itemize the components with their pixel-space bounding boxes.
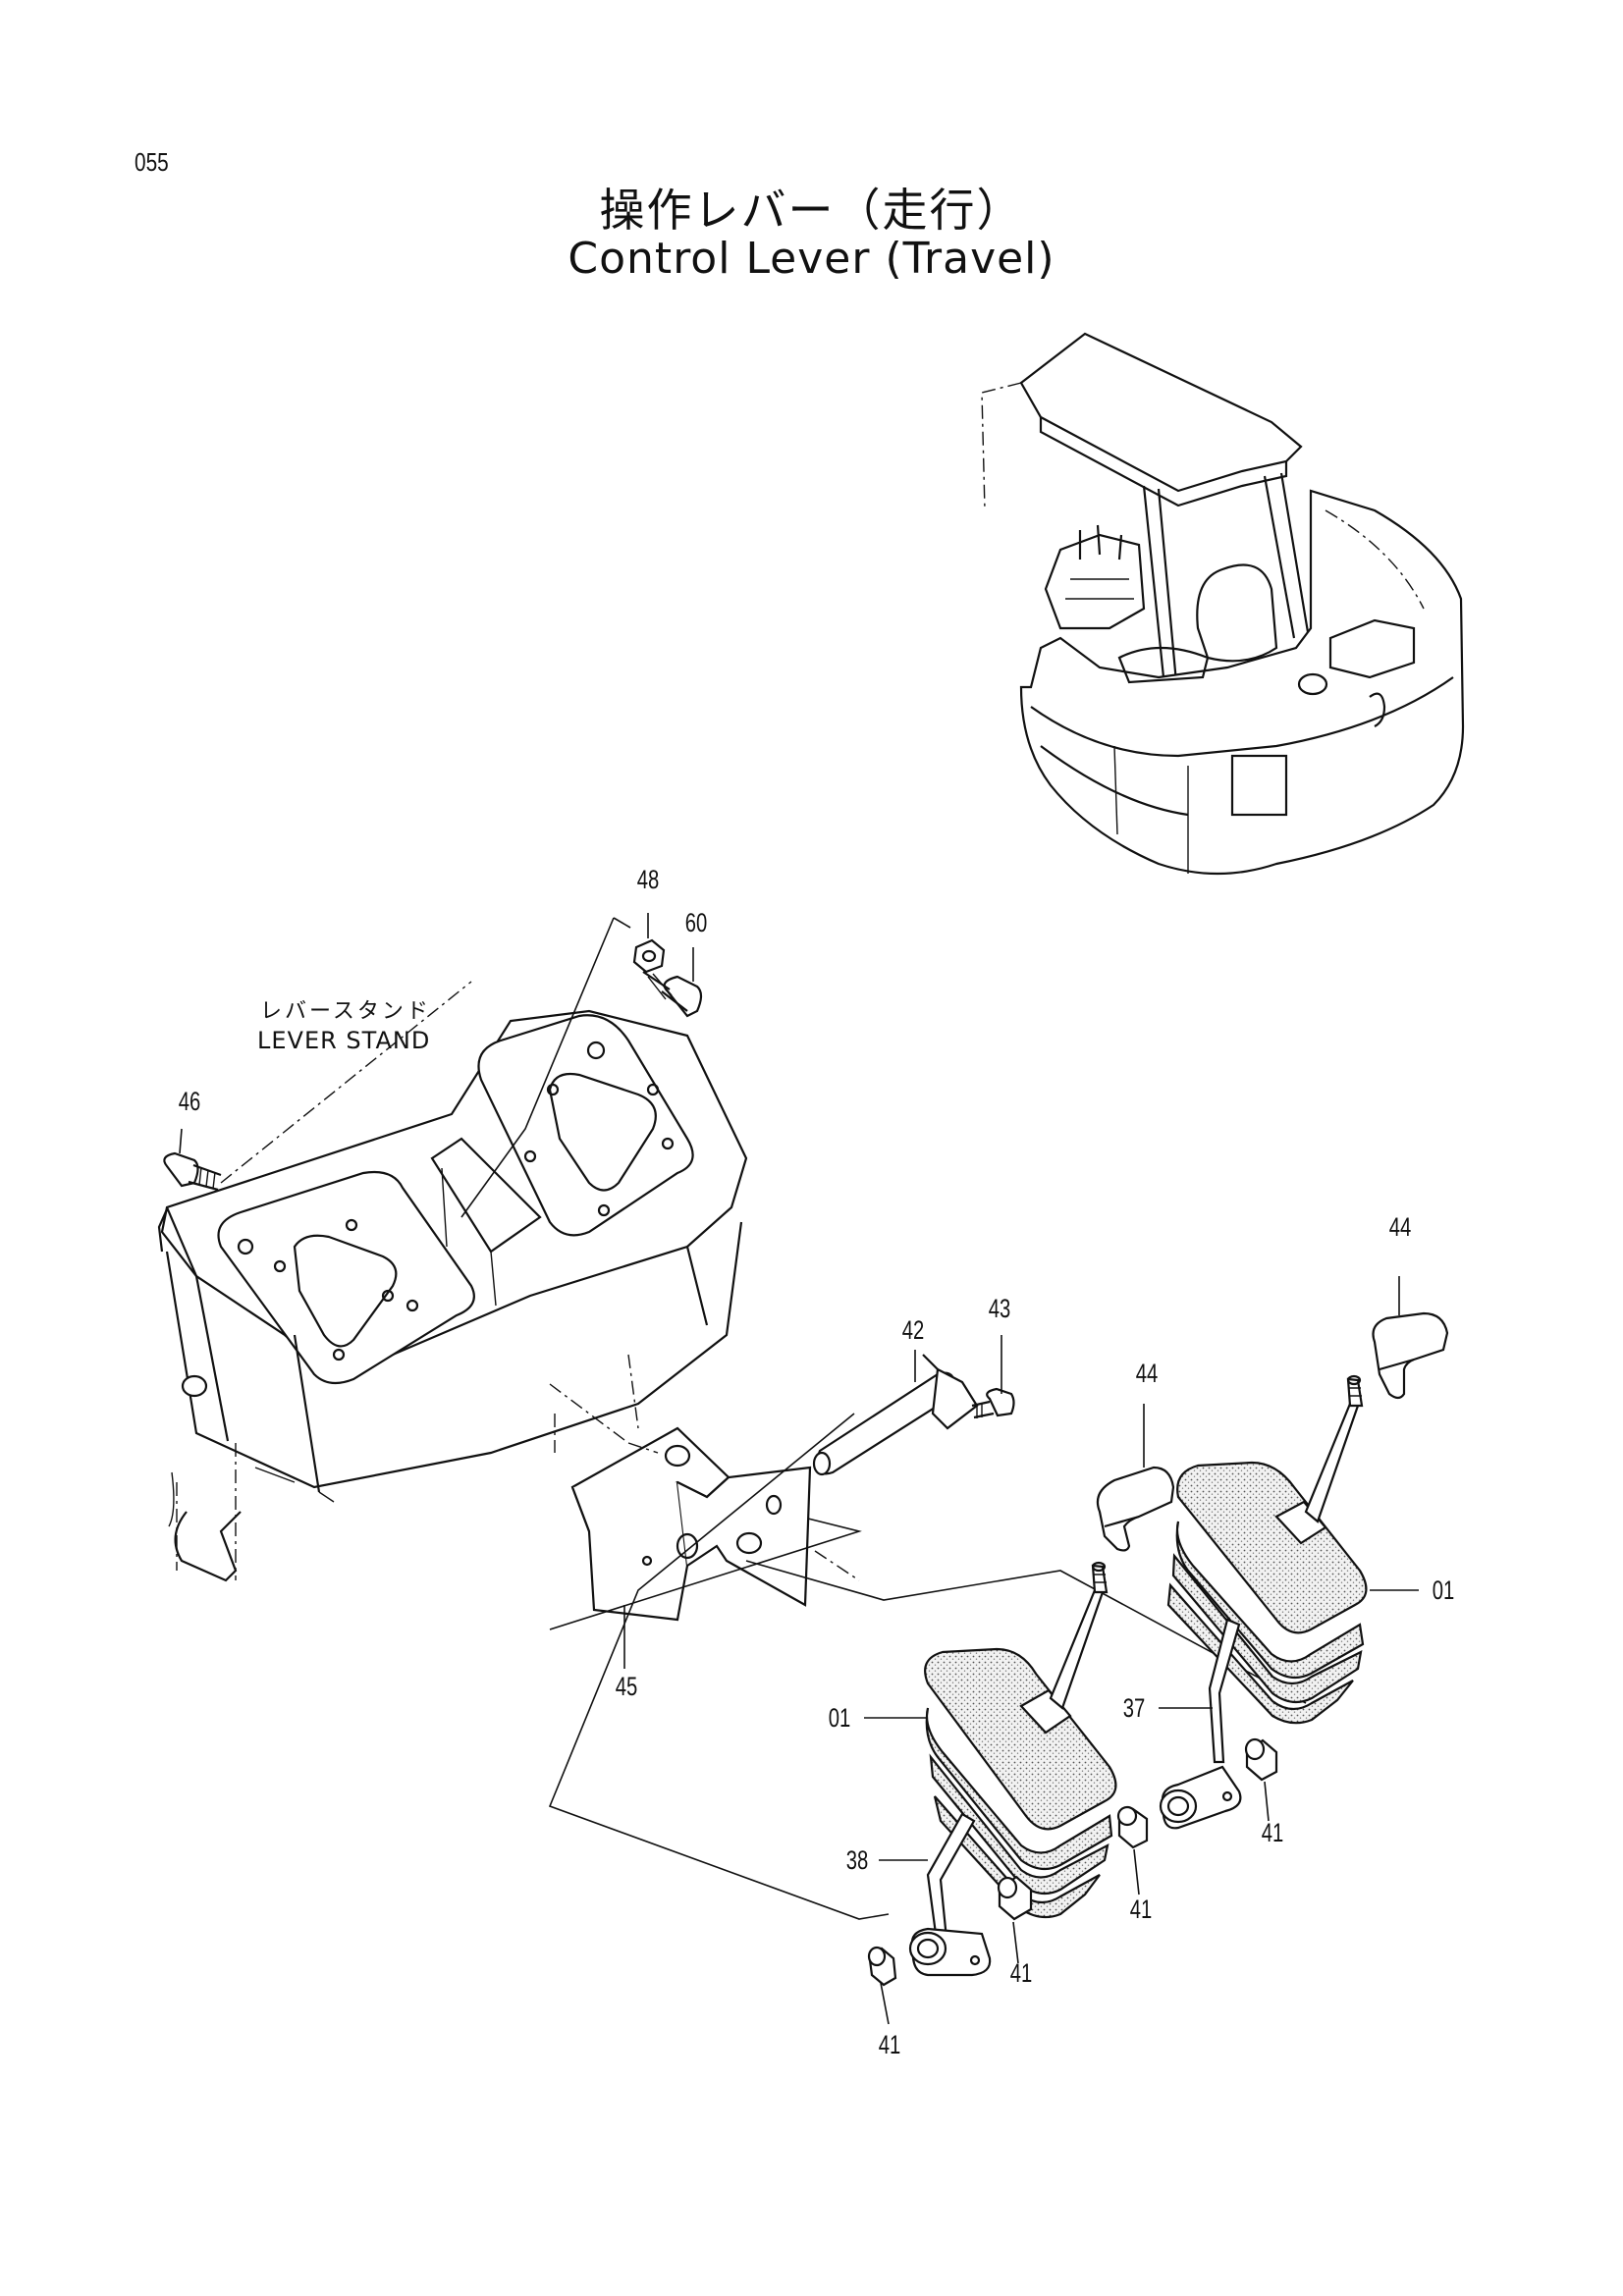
callout-42: 42 (901, 1315, 925, 1345)
part-41-bushing-left-a (867, 1946, 897, 1987)
part-41-bushing-right-a (1116, 1805, 1149, 1849)
part-41-bushing-left-b (997, 1875, 1033, 1921)
page-number: 055 (135, 147, 169, 177)
callout-41-left-upper: 41 (1009, 1958, 1033, 1988)
callout-43: 43 (988, 1294, 1011, 1323)
part-48-nut (632, 938, 666, 974)
assembly-outline-lines (548, 1413, 1307, 1920)
part-46-bolt (163, 981, 472, 1192)
callout-01-left: 01 (828, 1703, 851, 1733)
part-43-bolt (971, 1387, 1015, 1419)
title-japanese: 操作レバー（走行） (599, 184, 1024, 237)
callout-45: 45 (615, 1672, 638, 1701)
callout-46: 46 (178, 1087, 201, 1116)
lever-stand-label-jp: レバースタンド (260, 999, 431, 1024)
part-44-knob-right (1372, 1311, 1449, 1400)
callout-44-right: 44 (1388, 1212, 1412, 1242)
callout-48: 48 (636, 865, 660, 894)
callout-41-left-lower: 41 (878, 2030, 901, 2059)
callout-41-right-lower: 41 (1129, 1895, 1153, 1924)
callout-38: 38 (845, 1845, 869, 1875)
leader-48 (460, 917, 615, 1218)
machine-overview-illustration (981, 332, 1465, 876)
title-english: Control Lever (Travel) (568, 234, 1055, 284)
part-60-bolt (642, 971, 703, 1018)
callout-44-left: 44 (1135, 1359, 1159, 1388)
callout-41-right-upper: 41 (1261, 1818, 1284, 1847)
lever-stand-label-en: LEVER STAND (257, 1027, 431, 1054)
callout-60: 60 (684, 908, 708, 937)
part-41-bushing-right-b (1244, 1737, 1278, 1782)
lever-stand-assembly (157, 1009, 748, 1582)
callout-37: 37 (1122, 1693, 1146, 1723)
part-44-knob-left (1096, 1466, 1175, 1552)
part-42-shaft (812, 1354, 979, 1476)
lever-assembly-right (1159, 1374, 1368, 1830)
callout-01-right: 01 (1432, 1575, 1455, 1605)
part-45-bracket (570, 1426, 812, 1622)
